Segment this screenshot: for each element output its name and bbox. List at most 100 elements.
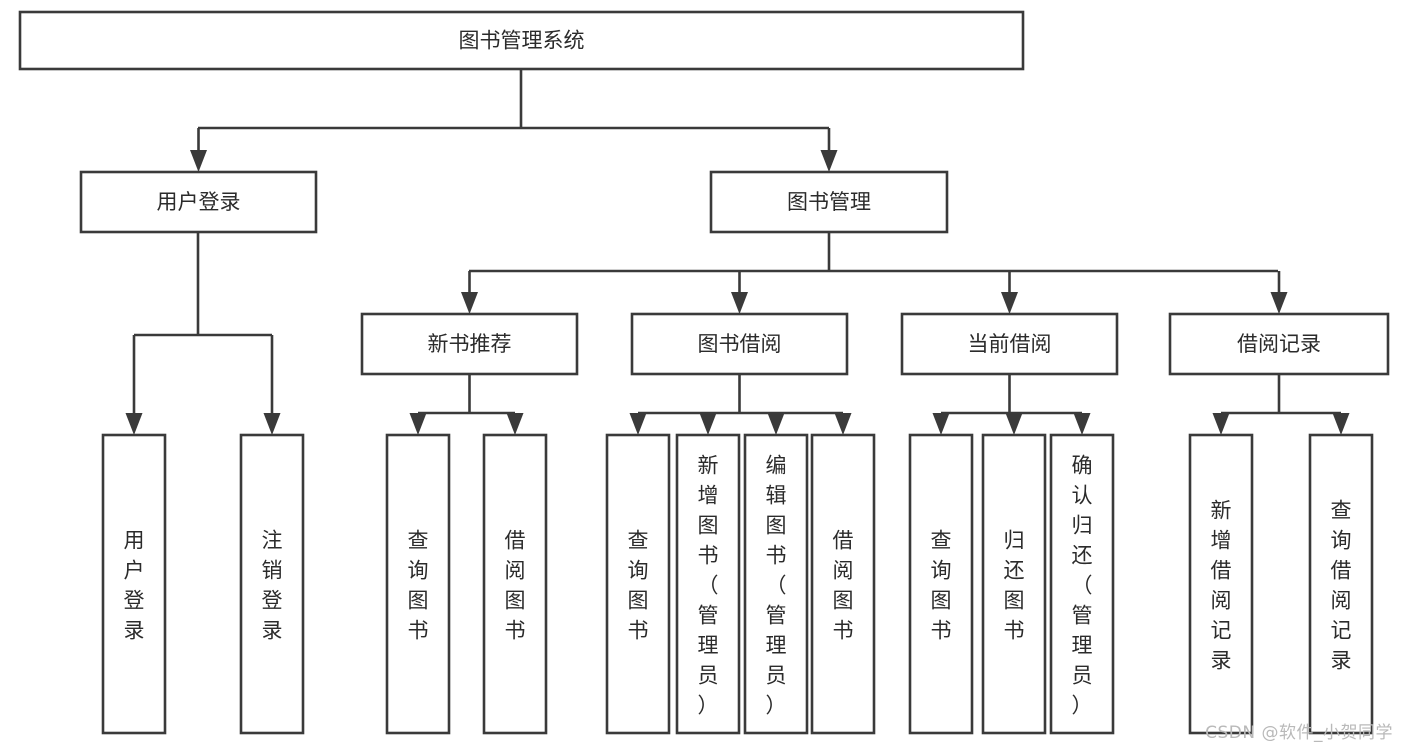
node-borrow-record[interactable]: 借阅记录	[1168, 312, 1390, 376]
node-label-char: 图	[766, 513, 787, 537]
node-box	[605, 433, 671, 735]
node-label-char: 查	[408, 528, 429, 552]
node-label-char: 注	[262, 528, 283, 552]
node-box	[675, 433, 741, 735]
node-label-char: 查	[628, 528, 649, 552]
arrow-to-leaf-query-book-current-head	[932, 413, 950, 435]
node-label-char: 阅	[1211, 588, 1232, 612]
node-label-char: 销	[262, 558, 283, 582]
node-label-char: 编	[766, 453, 787, 477]
node-label-char: 增	[1211, 528, 1232, 552]
node-label-char: 图	[628, 588, 649, 612]
node-label-char: 图	[408, 588, 429, 612]
node-current-borrow[interactable]: 当前借阅	[900, 312, 1119, 376]
arrow-to-leaf-add-borrow-record-head	[1212, 413, 1230, 435]
node-box	[1168, 312, 1390, 376]
node-label-char: 借	[833, 528, 854, 552]
node-label-char: 书	[628, 618, 649, 642]
node-label-char: 阅	[833, 558, 854, 582]
node-box	[908, 433, 974, 735]
node-label-char: 书	[833, 618, 854, 642]
node-box	[709, 170, 949, 234]
node-label-char: 录	[1211, 648, 1232, 672]
arrow-to-leaf-borrow-book-recommend-head	[506, 413, 524, 435]
node-label-char: 新	[698, 453, 719, 477]
node-label-char: （	[766, 573, 787, 597]
node-new-book-recommend[interactable]: 新书推荐	[360, 312, 579, 376]
node-label-char: 录	[1331, 648, 1352, 672]
node-box	[482, 433, 548, 735]
node-label: 当前借阅	[968, 332, 1052, 356]
node-box	[630, 312, 849, 376]
node-label-char: 询	[408, 558, 429, 582]
node-label-char: 阅	[1331, 588, 1352, 612]
node-user-login[interactable]: 用户登录	[79, 170, 318, 234]
node-label-char: 阅	[505, 558, 526, 582]
node-label-char: 询	[628, 558, 649, 582]
node-label-char: 员	[698, 663, 719, 687]
node-root[interactable]: 图书管理系统	[18, 10, 1025, 71]
node-box	[79, 170, 318, 234]
node-leaf-user-login[interactable]: 用户登录	[101, 433, 167, 735]
node-label-char: ）	[698, 693, 719, 717]
node-label-char: 新	[1211, 498, 1232, 522]
node-label-char: 归	[1072, 513, 1093, 537]
node-label-char: 理	[1072, 633, 1093, 657]
node-box	[101, 433, 167, 735]
node-label: 图书管理系统	[459, 29, 585, 53]
node-box	[981, 433, 1047, 735]
node-box	[385, 433, 451, 735]
node-label-char: 归	[1004, 528, 1025, 552]
node-box	[743, 433, 809, 735]
arrow-to-leaf-user-login-head	[125, 413, 143, 435]
node-box	[360, 312, 579, 376]
arrow-to-book-manage-head	[820, 150, 838, 172]
node-label-char: 书	[766, 543, 787, 567]
arrow-to-current-borrow-head	[1001, 292, 1018, 314]
node-label-char: 认	[1072, 483, 1093, 507]
node-label-char: 书	[505, 618, 526, 642]
node-label-char: 借	[1211, 558, 1232, 582]
node-label-char: 书	[931, 618, 952, 642]
node-label-char: 记	[1211, 618, 1232, 642]
arrow-to-leaf-edit-book-admin-head	[767, 413, 785, 435]
node-label-char: 记	[1331, 618, 1352, 642]
node-box	[810, 433, 876, 735]
node-label-char: 辑	[766, 483, 787, 507]
arrow-to-leaf-query-book-recommend-head	[409, 413, 427, 435]
arrow-to-leaf-add-book-admin-head	[699, 413, 717, 435]
arrow-to-new-book-recommend-head	[461, 292, 478, 314]
node-label-char: 增	[698, 483, 719, 507]
node-label-char: 查	[931, 528, 952, 552]
node-book-borrow[interactable]: 图书借阅	[630, 312, 849, 376]
node-label: 图书管理	[787, 190, 871, 214]
node-label-char: 还	[1072, 543, 1093, 567]
node-label-char: 户	[124, 558, 145, 582]
node-label-char: 借	[1331, 558, 1352, 582]
node-book-manage[interactable]: 图书管理	[709, 170, 949, 234]
node-label-char: 借	[505, 528, 526, 552]
node-label-char: 图	[505, 588, 526, 612]
node-label-char: ）	[1072, 693, 1093, 717]
node-label-char: 用	[124, 528, 145, 552]
node-label-char: 书	[698, 543, 719, 567]
node-label-char: 登	[124, 588, 145, 612]
node-label-char: 书	[1004, 618, 1025, 642]
node-label-char: 图	[931, 588, 952, 612]
node-box	[900, 312, 1119, 376]
node-label-char: 登	[262, 588, 283, 612]
arrow-to-leaf-return-book-head	[1005, 413, 1023, 435]
